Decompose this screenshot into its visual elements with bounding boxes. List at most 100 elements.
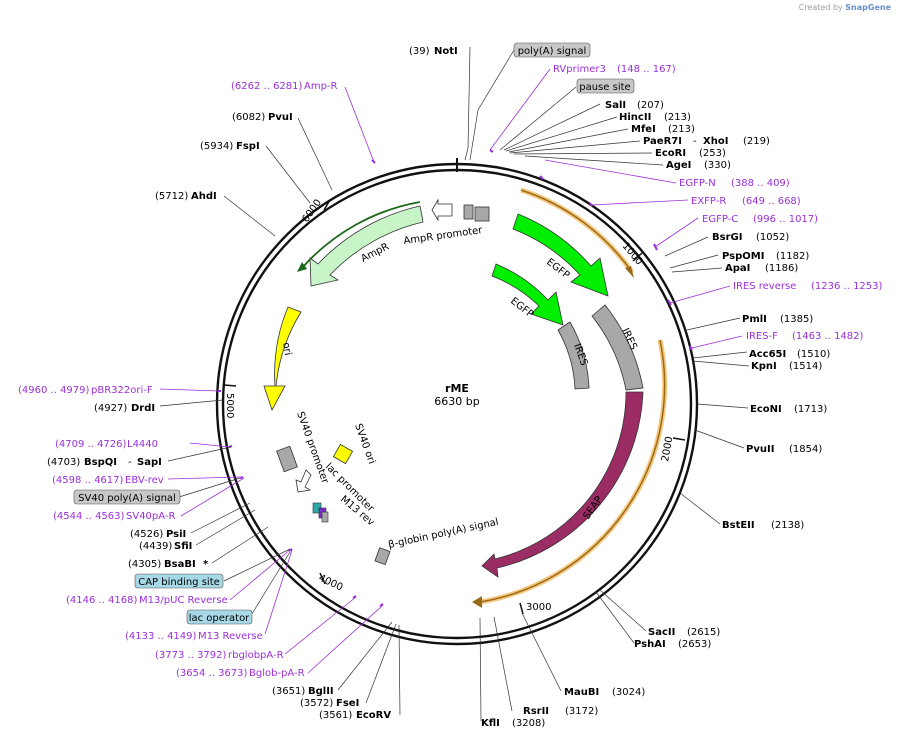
feature-sv40-ori[interactable]: SV40 ori [332, 422, 377, 466]
enzyme-ageI[interactable]: AgeI (330) [666, 160, 731, 171]
ecoNI-pos: (1713) [794, 404, 827, 415]
enzyme-apaI[interactable]: ApaI (1186) [725, 263, 798, 274]
drdI-name: DrdI [131, 403, 155, 414]
boxed-lac-operator[interactable]: lac operator [186, 609, 253, 625]
enzyme-kflI[interactable]: KflI (3208) [481, 718, 545, 729]
primer-amp-r[interactable]: (6262 .. 6281) Amp-R [231, 81, 338, 92]
enzyme-sacII[interactable]: SacII (2615) [648, 627, 720, 638]
enzyme-kpnI[interactable]: KpnI (1514) [751, 361, 822, 372]
orf-arcs [297, 187, 668, 608]
enzyme-pvuII[interactable]: PvuII (1854) [746, 444, 822, 455]
beta-globin-polya-label: β-globin poly(A) signal [387, 517, 499, 551]
enzyme-pvuI[interactable]: (6082) PvuI [232, 112, 293, 123]
primer-rvprimer3[interactable]: RVprimer3 (148 .. 167) [553, 64, 676, 75]
sacII-pos: (2615) [687, 627, 720, 638]
feature-seap[interactable]: SEAP [481, 391, 644, 578]
kflI-name: KflI [481, 718, 500, 729]
enzyme-pshAI[interactable]: PshAI (2653) [634, 639, 711, 650]
feature-beta-globin-polya[interactable]: β-globin poly(A) signal [374, 517, 500, 566]
feature-egfp-inner[interactable]: EGFP [491, 263, 564, 326]
bsaBI-suffix: * [203, 559, 209, 570]
bsrGI-name: BsrGI [712, 232, 742, 243]
feature-ires-outer[interactable]: IRES [591, 304, 644, 391]
feature-sv40-promoter[interactable]: SV40 promoter [276, 410, 331, 486]
primer-egfp-n[interactable]: EGFP-N (388 .. 409) [679, 178, 790, 189]
xhoi-name: XhoI [703, 136, 728, 147]
l4440-name: L4440 [127, 439, 158, 450]
enzyme-psiI[interactable]: (4526) PsiI [130, 529, 186, 540]
amp-r-name: Amp-R [304, 81, 338, 92]
plasmid-name: rME [445, 382, 469, 395]
leader-lines [159, 46, 750, 722]
enzyme-paer7i-xhoi[interactable]: PaeR7I - XhoI (219) [643, 136, 770, 147]
primer-ires-f[interactable]: IRES-F (1463 .. 1482) [746, 331, 864, 342]
enzyme-pmlI[interactable]: PmlI (1385) [742, 314, 813, 325]
enzyme-bstEII[interactable]: BstEII (2138) [722, 520, 804, 531]
mauBI-pos: (3024) [612, 687, 645, 698]
feature-small-gray-2[interactable] [474, 206, 490, 222]
enzyme-bglII[interactable]: (3651) BglII [272, 686, 334, 697]
enzyme-rsrII[interactable]: RsrII (3172) [523, 706, 598, 717]
ageI-pos: (330) [704, 160, 731, 171]
pspOMI-pos: (1182) [776, 251, 809, 262]
enzyme-acc65I[interactable]: Acc65I (1510) [749, 349, 830, 360]
m13-reverse-name: M13 Reverse [198, 631, 263, 642]
enzyme-bsrGI[interactable]: BsrGI (1052) [712, 232, 789, 243]
pvuII-pos: (1854) [789, 444, 822, 455]
primer-rbglobpa-r[interactable]: (3773 .. 3792) rbglobpA-R [155, 650, 284, 661]
enzyme-salI[interactable]: SalI (207) [605, 100, 664, 111]
boxed-cap-binding[interactable]: CAP binding site [134, 573, 224, 589]
ampr-promoter-label: AmpR promoter [403, 225, 484, 247]
ageI-name: AgeI [666, 160, 691, 171]
cap-binding-label: CAP binding site [138, 577, 220, 588]
boxed-sv40-polya[interactable]: SV40 poly(A) signal [73, 489, 181, 505]
bsrGI-pos: (1052) [756, 232, 789, 243]
feature-small-gray-1[interactable] [463, 204, 474, 220]
primer-sv40pa-r[interactable]: (4544 .. 4563) SV40pA-R [53, 511, 175, 522]
apaI-name: ApaI [725, 263, 750, 274]
primer-egfp-c[interactable]: EGFP-C (996 .. 1017) [702, 214, 818, 225]
ecoNI-name: EcoNI [750, 404, 782, 415]
primer-exfp-r[interactable]: EXFP-R (649 .. 668) [691, 196, 801, 207]
enzyme-fspI[interactable]: (5934) FspI [200, 141, 260, 152]
boxed-poly-a[interactable]: poly(A) signal [513, 42, 591, 58]
enzyme-notI[interactable]: (39) NotI [409, 46, 458, 57]
enzyme-ecoRV[interactable]: (3561) EcoRV [319, 710, 391, 721]
rvprimer3-range: (148 .. 167) [617, 64, 676, 75]
snapgene-credit: Created by SnapGene [799, 3, 891, 12]
feature-ori[interactable]: ori [263, 306, 302, 412]
primer-l4440[interactable]: (4709 .. 4726) L4440 [55, 439, 158, 450]
pmlI-name: PmlI [742, 314, 767, 325]
enzyme-hincII[interactable]: HincII (213) [619, 112, 691, 123]
primer-m13-reverse[interactable]: (4133 .. 4149) M13 Reverse [125, 631, 263, 642]
enzyme-ahdI[interactable]: (5712) AhdI [155, 191, 217, 202]
enzyme-drdI[interactable]: (4927) DrdI [94, 403, 155, 414]
enzyme-pspOMI[interactable]: PspOMI (1182) [722, 251, 809, 262]
enzyme-mauBI[interactable]: MauBI (3024) [564, 687, 645, 698]
primer-ires-reverse[interactable]: IRES reverse (1236 .. 1253) [733, 281, 883, 292]
boxed-pause-site[interactable]: pause site [576, 78, 635, 94]
feature-ires-inner[interactable]: IRES [557, 321, 590, 390]
tick-6000: 6000 [300, 198, 324, 225]
enzyme-ecoNI[interactable]: EcoNI (1713) [750, 404, 827, 415]
enzyme-fseI[interactable]: (3572) FseI [300, 698, 359, 709]
enzyme-ecoRI[interactable]: EcoRI (253) [655, 148, 726, 159]
plasmid-length: 6630 bp [434, 395, 479, 408]
pvuII-name: PvuII [746, 444, 774, 455]
tick-3000: 3000 [526, 602, 551, 613]
bstEII-name: BstEII [722, 520, 755, 531]
primer-ebv-rev[interactable]: (4598 .. 4617) EBV-rev [52, 475, 164, 486]
primer-bglob-pa-r[interactable]: (3654 .. 3673) Bglob-pA-R [176, 668, 305, 679]
ires-reverse-name: IRES reverse [733, 281, 796, 292]
exfp-r-name: EXFP-R [691, 196, 726, 207]
primer-pbr322ori-f[interactable]: (4960 .. 4979) pBR322ori-F [18, 385, 153, 396]
enzyme-bsaBI[interactable]: (4305) BsaBI * [128, 559, 209, 570]
pvuI-pos: (6082) [232, 112, 265, 123]
enzyme-bspQI-sapI[interactable]: (4703) BspQI - SapI [47, 457, 162, 468]
sv40-polya-label: SV40 poly(A) signal [78, 493, 176, 504]
notI-pos: (39) [409, 46, 430, 57]
feature-lac-promoter[interactable]: lac promoter [295, 461, 377, 515]
enzyme-mfeI[interactable]: MfeI (213) [631, 124, 695, 135]
primer-m13-puc-reverse[interactable]: (4146 .. 4168) M13/pUC Reverse [66, 595, 228, 606]
enzyme-sfiI[interactable]: (4439) SfiI [139, 541, 192, 552]
